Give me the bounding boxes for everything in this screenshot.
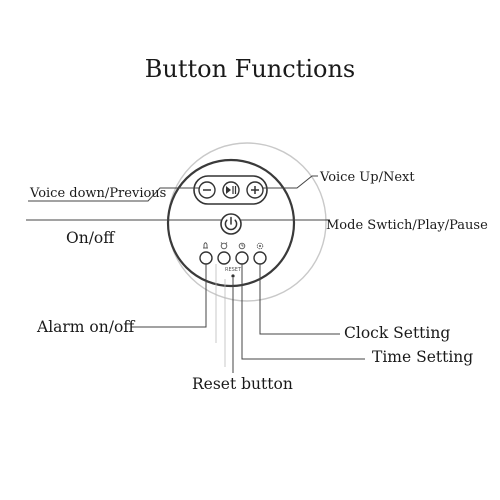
mode-label: Mode Swtich/Play/Pause xyxy=(326,218,488,233)
alarm-button[interactable] xyxy=(199,251,213,265)
clock-leader xyxy=(259,264,340,335)
play-pause-icon[interactable] xyxy=(222,181,240,199)
time-setting-label: Time Setting xyxy=(372,348,474,366)
clock-gear-icon xyxy=(256,242,264,250)
minus-icon[interactable] xyxy=(198,181,216,199)
top-button-group xyxy=(193,175,268,205)
voice-down-label: Voice down/Previous xyxy=(30,186,167,201)
alarm-clock-icon xyxy=(220,242,228,250)
reset-pinhole[interactable] xyxy=(231,274,235,278)
clock-setting-button[interactable] xyxy=(217,251,231,265)
voice-down-leader xyxy=(28,187,199,202)
clock-gear-button[interactable] xyxy=(253,251,267,265)
alarm-label: Alarm on/off xyxy=(37,318,135,336)
time-leader xyxy=(241,264,365,360)
clock-icon xyxy=(238,242,246,250)
reset-button-label: Reset button xyxy=(192,375,293,393)
plus-icon[interactable] xyxy=(246,181,264,199)
time-setting-button[interactable] xyxy=(235,251,249,265)
reset-mark-label: RESET xyxy=(225,267,242,273)
device-control-panel xyxy=(166,158,296,288)
voice-up-leader xyxy=(263,175,318,189)
bell-icon xyxy=(203,242,208,249)
alarm-leader xyxy=(131,264,207,328)
clock-setting-label: Clock Setting xyxy=(344,324,451,342)
voice-up-label: Voice Up/Next xyxy=(320,170,415,185)
page-title: Button Functions xyxy=(144,55,356,83)
on-off-label: On/off xyxy=(66,229,115,247)
power-icon[interactable] xyxy=(220,213,242,235)
device-outer-ring xyxy=(167,142,327,302)
